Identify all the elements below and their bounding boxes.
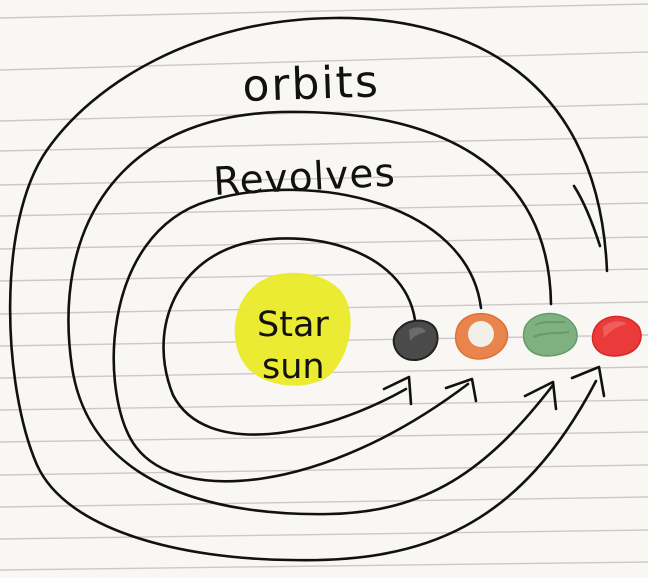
green-planet-icon [524, 314, 577, 357]
star-label: Star [257, 305, 329, 345]
arrowhead-icon [572, 367, 604, 396]
orange-planet-center [468, 321, 494, 347]
rule-line [0, 465, 648, 475]
rule-line [0, 400, 648, 410]
orbits-label: orbits [242, 56, 381, 112]
rule-line [0, 137, 648, 151]
rule-line [0, 562, 648, 570]
rule-line [0, 497, 648, 507]
sun-group: Star sun [235, 273, 351, 387]
revolves-label: Revolves [212, 150, 397, 204]
gray-planet-icon [394, 321, 438, 360]
sun-label: sun [262, 347, 325, 387]
rule-line [0, 4, 648, 18]
rule-line [0, 530, 648, 539]
